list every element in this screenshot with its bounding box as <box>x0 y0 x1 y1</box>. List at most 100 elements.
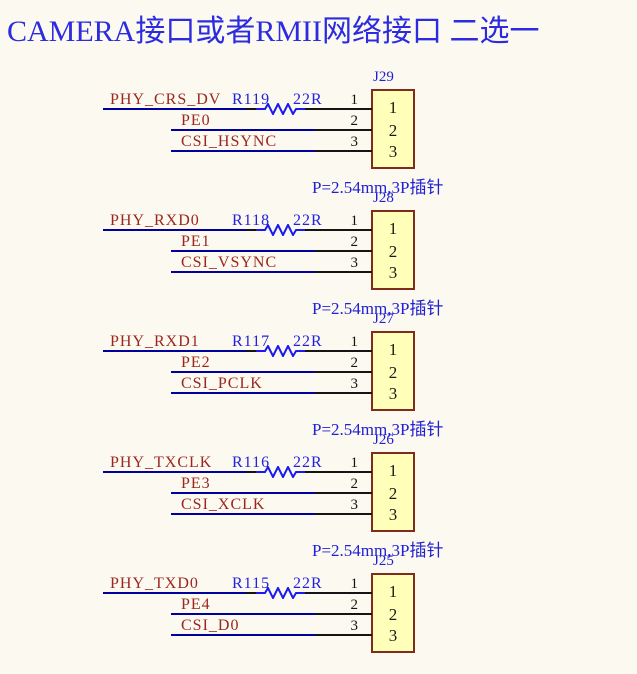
connector-designator: J28 <box>373 190 394 206</box>
wire <box>315 513 372 515</box>
wire <box>315 392 372 394</box>
resistor-value: 22R <box>293 212 323 229</box>
connector-block: J29 1 2 3 PHY_CRS_DV R119 22R 1 PE0 2 CS… <box>0 69 637 197</box>
connector-box: 1 2 3 <box>371 331 415 411</box>
wire <box>305 471 372 473</box>
resistor-icon <box>256 224 306 236</box>
pin-number: 3 <box>350 376 359 392</box>
resistor-icon <box>256 466 306 478</box>
connector-pin-number: 2 <box>388 605 398 624</box>
connector-designator: J25 <box>373 553 394 569</box>
wire <box>171 129 316 131</box>
resistor-ref: R119 <box>232 91 271 108</box>
connector-pin-number: 1 <box>388 340 398 359</box>
pin-number: 2 <box>350 234 359 250</box>
resistor-ref: R118 <box>232 212 271 229</box>
resistor-value: 22R <box>293 575 323 592</box>
wire <box>171 492 316 494</box>
wire <box>103 471 247 473</box>
resistor-icon <box>256 587 306 599</box>
pin-number: 1 <box>350 576 359 592</box>
net-label: PE1 <box>181 233 211 250</box>
connector-designator: J27 <box>373 311 394 327</box>
net-label: PHY_RXD1 <box>110 333 200 350</box>
resistor-value: 22R <box>293 333 323 350</box>
connector-pin-number: 2 <box>388 121 398 140</box>
wire <box>171 613 316 615</box>
connector-designator: J26 <box>373 432 394 448</box>
net-label: PE0 <box>181 112 211 129</box>
connector-block: J28 1 2 3 PHY_RXD0 R118 22R 1 PE1 2 CSI_… <box>0 190 637 318</box>
wire <box>305 108 372 110</box>
net-label: PE3 <box>181 475 211 492</box>
resistor-value: 22R <box>293 454 323 471</box>
wire <box>246 471 258 473</box>
connector-pin-number: 1 <box>388 582 398 601</box>
connector-pin-number: 2 <box>388 363 398 382</box>
wire <box>315 129 372 131</box>
wire <box>315 371 372 373</box>
pin-number: 1 <box>350 213 359 229</box>
pitch-label: P=2.54mm,3P插针 <box>312 541 444 560</box>
wire <box>305 229 372 231</box>
net-label: CSI_PCLK <box>181 375 263 392</box>
pin-number: 3 <box>350 618 359 634</box>
wire <box>315 250 372 252</box>
wire <box>171 250 316 252</box>
connector-box: 1 2 3 <box>371 452 415 532</box>
schematic-canvas: { "title": "CAMERA接口或者RMII网络接口 二选一", "co… <box>0 15 637 653</box>
pitch-label: P=2.54mm,3P插针 <box>312 178 444 197</box>
net-label: PHY_CRS_DV <box>110 91 222 108</box>
wire <box>103 592 247 594</box>
connector-pin-number: 1 <box>388 98 398 117</box>
connector-block: J26 1 2 3 PHY_TXCLK R116 22R 1 PE3 2 CSI… <box>0 432 637 560</box>
net-label: CSI_XCLK <box>181 496 266 513</box>
wire <box>171 150 316 152</box>
connector-pin-number: 3 <box>388 142 398 161</box>
net-label: CSI_HSYNC <box>181 133 278 150</box>
wire <box>171 271 316 273</box>
connector-block: J25 1 2 3 PHY_TXD0 R115 22R 1 PE4 2 CSI_… <box>0 553 637 674</box>
net-label: PHY_TXD0 <box>110 575 199 592</box>
wire <box>305 350 372 352</box>
net-label: PE4 <box>181 596 211 613</box>
net-label: PE2 <box>181 354 211 371</box>
resistor-ref: R116 <box>232 454 271 471</box>
wire <box>315 613 372 615</box>
pin-number: 2 <box>350 355 359 371</box>
wire <box>315 150 372 152</box>
net-label: CSI_D0 <box>181 617 240 634</box>
pin-number: 2 <box>350 597 359 613</box>
wire <box>171 371 316 373</box>
connector-box: 1 2 3 <box>371 89 415 169</box>
wire <box>103 350 247 352</box>
wire <box>246 108 258 110</box>
connector-block: J27 1 2 3 PHY_RXD1 R117 22R 1 PE2 2 CSI_… <box>0 311 637 439</box>
wire <box>305 592 372 594</box>
wire <box>171 392 316 394</box>
net-label: CSI_VSYNC <box>181 254 278 271</box>
schematic-title: CAMERA接口或者RMII网络接口 二选一 <box>7 15 540 48</box>
pin-number: 3 <box>350 134 359 150</box>
pin-number: 2 <box>350 476 359 492</box>
connector-pin-number: 1 <box>388 461 398 480</box>
connector-designator: J29 <box>373 69 394 85</box>
wire <box>246 229 258 231</box>
pitch-label: P=2.54mm,3P插针 <box>312 420 444 439</box>
connector-pin-number: 1 <box>388 219 398 238</box>
connector-box: 1 2 3 <box>371 573 415 653</box>
resistor-icon <box>256 103 306 115</box>
resistor-value: 22R <box>293 91 323 108</box>
pin-number: 3 <box>350 497 359 513</box>
net-label: PHY_TXCLK <box>110 454 213 471</box>
pin-number: 2 <box>350 113 359 129</box>
resistor-ref: R117 <box>232 333 271 350</box>
wire <box>246 350 258 352</box>
wire <box>103 229 247 231</box>
wire <box>315 492 372 494</box>
net-label: PHY_RXD0 <box>110 212 200 229</box>
pin-number: 1 <box>350 92 359 108</box>
wire <box>171 634 316 636</box>
pin-number: 1 <box>350 334 359 350</box>
wire <box>171 513 316 515</box>
